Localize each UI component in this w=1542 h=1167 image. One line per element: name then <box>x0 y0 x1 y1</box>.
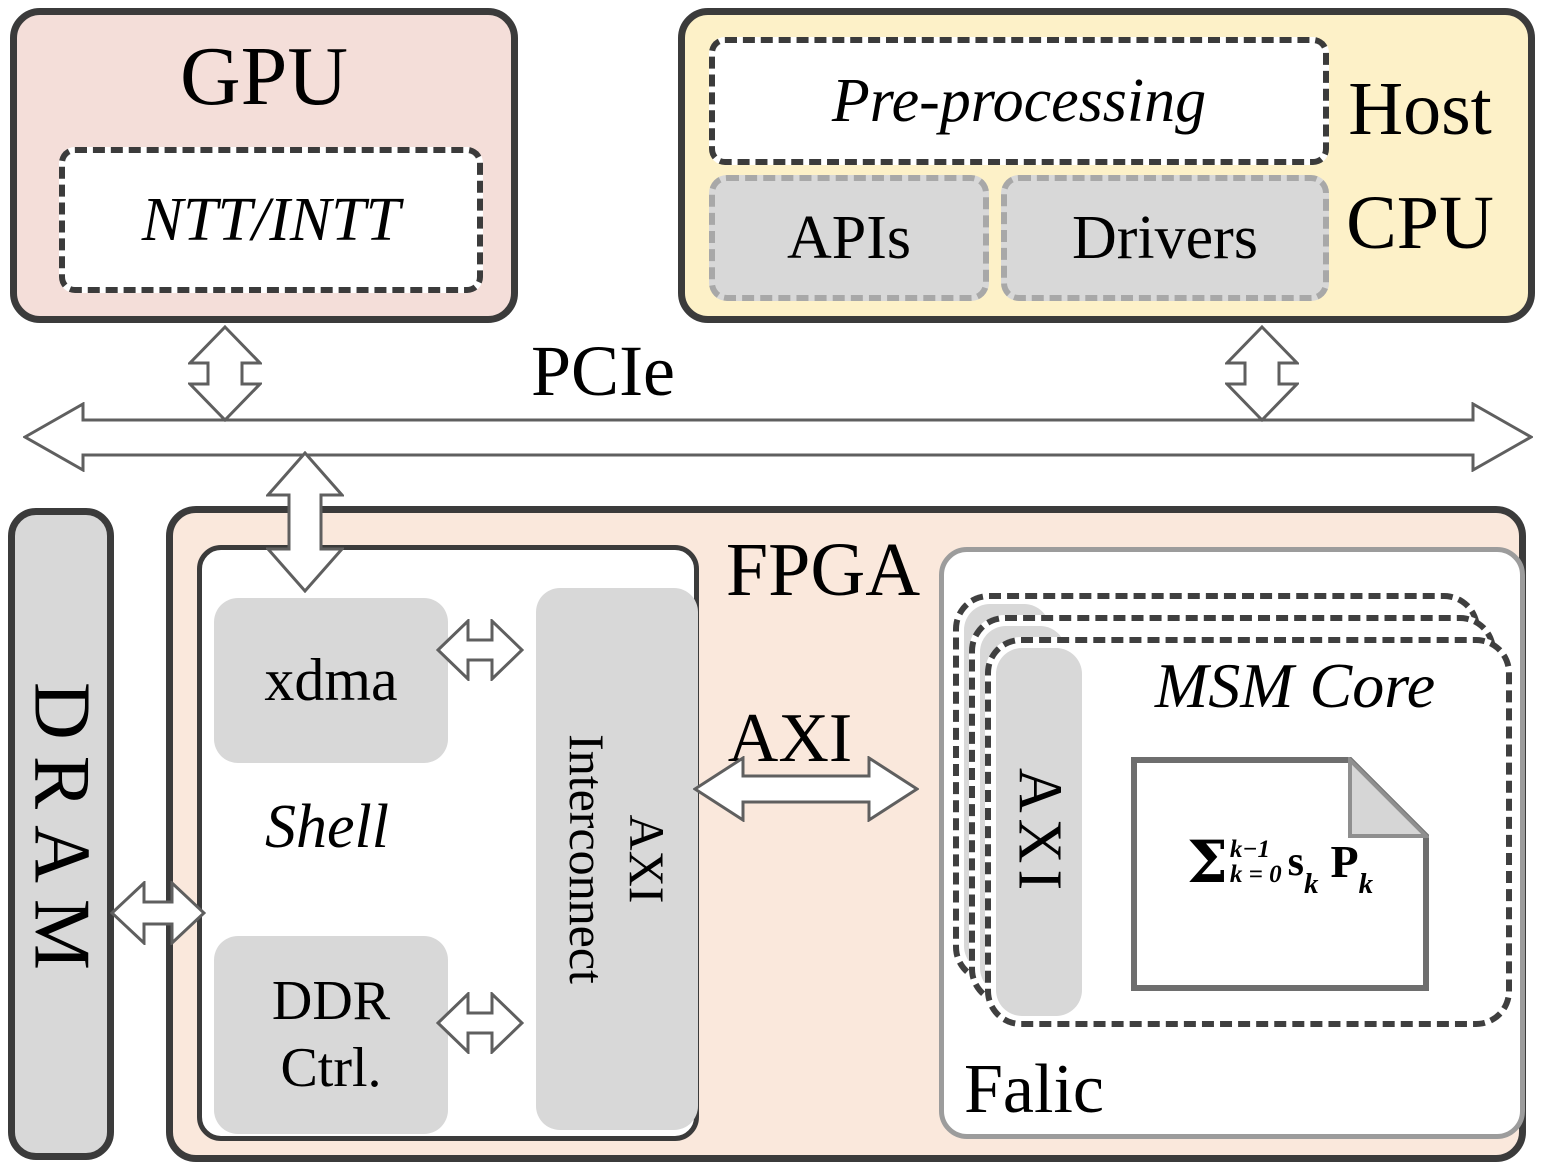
document-page-icon <box>1131 755 1431 991</box>
xdma-module: xdma <box>214 598 448 763</box>
xdma-label: xdma <box>264 647 398 713</box>
axi-interconnect-module: AXI Interconnect <box>536 588 698 1130</box>
pcie-xdma-arrow <box>266 451 344 593</box>
shell-falic-axi-arrow <box>693 756 919 822</box>
dram-ddr-arrow <box>110 881 206 945</box>
host-cpu-title: Host CPU <box>1320 15 1520 316</box>
falic-label: Falic <box>964 1051 1104 1128</box>
host-cpu-pcie-arrow <box>1225 325 1299 422</box>
dram-label: DRAM <box>17 681 106 987</box>
gpu-pcie-arrow <box>188 325 262 422</box>
gpu-box: GPU NTT/INTT <box>10 8 518 323</box>
axi-interconnect-label-line2: Interconnect <box>559 734 615 984</box>
formula-superscript: k−1 <box>1229 836 1271 863</box>
formula-term1-base: s <box>1287 839 1304 885</box>
formula-term2-base: P <box>1330 836 1359 887</box>
formula-subscript: k = 0 <box>1229 861 1282 888</box>
gpu-title: GPU <box>179 30 349 123</box>
host-cpu-title-line2: CPU <box>1346 180 1494 265</box>
formula-limits: k−1 k = 0 <box>1230 837 1282 887</box>
formula-term1-sub: k <box>1304 868 1319 900</box>
ddr-ctrl-label-line1: DDR <box>271 969 391 1032</box>
falic-box: AXI MSM Core Σ k−1 k = 0 s <box>939 547 1525 1139</box>
dram-box: DRAM <box>8 508 114 1160</box>
fpga-box: FPGA xdma AXI Interconnect Shell DDR Ctr… <box>166 506 1526 1162</box>
axi-interconnect-label-line1: AXI <box>619 814 675 904</box>
ddr-ctrl-module: DDR Ctrl. <box>214 936 448 1134</box>
drivers-module: Drivers <box>1001 175 1329 301</box>
ddr-interconnect-arrow <box>436 992 524 1054</box>
msm-core-card-front: AXI MSM Core Σ k−1 k = 0 s <box>985 637 1512 1027</box>
formula-term2-sub: k <box>1358 868 1374 900</box>
axi-interconnect-label: AXI Interconnect <box>557 734 677 984</box>
msm-formula: Σ k−1 k = 0 s k P k <box>1147 828 1413 899</box>
axi-port-label: AXI <box>1005 767 1074 897</box>
document-icon: Σ k−1 k = 0 s k P k <box>1131 755 1431 991</box>
formula-sigma: Σ <box>1186 828 1228 896</box>
msm-core-title: MSM Core <box>1154 650 1436 721</box>
ntt-intt-module: NTT/INTT <box>59 147 483 293</box>
host-cpu-box: Pre-processing APIs Drivers Host CPU <box>678 8 1535 323</box>
preprocessing-module: Pre-processing <box>709 37 1329 165</box>
fpga-label: FPGA <box>725 528 921 612</box>
pcie-label: PCIe <box>531 331 675 411</box>
axi-link-label: AXI <box>727 700 853 777</box>
axi-port-tab-front: AXI <box>996 648 1082 1016</box>
xdma-interconnect-arrow <box>436 619 524 681</box>
ddr-ctrl-label-line2: Ctrl. <box>280 1037 382 1099</box>
host-cpu-title-line1: Host <box>1348 66 1492 151</box>
shell-label: Shell <box>265 793 389 861</box>
drivers-label: Drivers <box>1072 203 1258 272</box>
apis-label: APIs <box>786 203 912 272</box>
apis-module: APIs <box>709 175 989 301</box>
ntt-intt-label: NTT/INTT <box>141 185 401 254</box>
pcie-bus-arrow <box>23 402 1533 472</box>
preprocessing-label: Pre-processing <box>831 66 1207 135</box>
